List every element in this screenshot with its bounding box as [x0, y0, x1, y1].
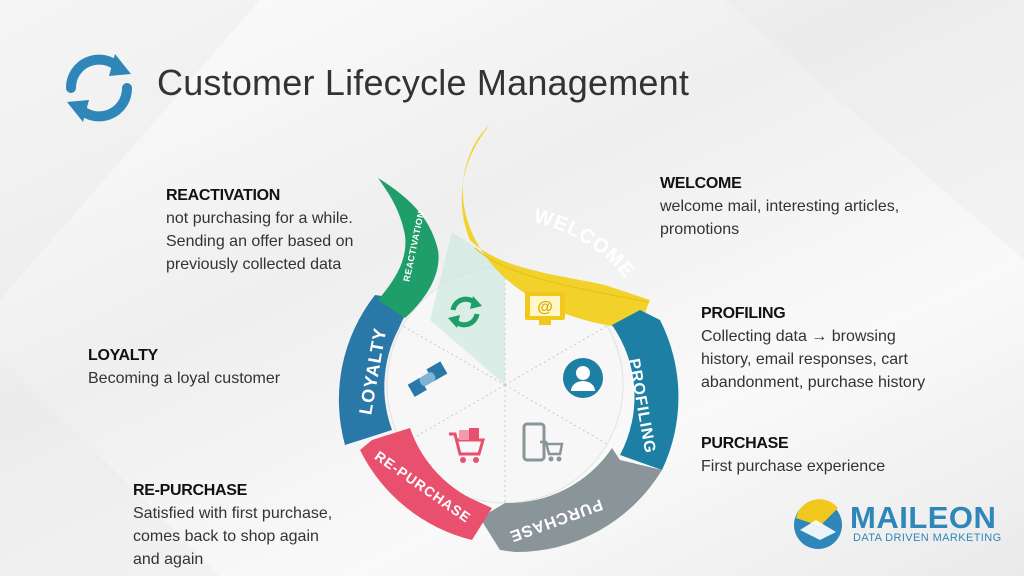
welcome-heading: WELCOME	[660, 175, 742, 192]
logo-name: MAILEON	[850, 500, 997, 535]
segment-reactivation	[378, 178, 439, 318]
loyalty-heading: LOYALTY	[88, 347, 158, 364]
reactivation-line: Sending an offer based on	[166, 233, 354, 250]
loyalty-block: LOYALTY Becoming a loyal customer	[88, 344, 280, 390]
purchase-heading: PURCHASE	[701, 435, 789, 452]
welcome-line: promotions	[660, 221, 740, 238]
maileon-logo-icon	[794, 499, 842, 549]
profiling-line: Collecting data → browsing	[701, 328, 896, 345]
purchase-line: First purchase experience	[701, 458, 886, 475]
profiling-block: PROFILING Collecting data → browsing his…	[701, 302, 925, 394]
welcome-mail-icon: @	[525, 292, 565, 325]
welcome-line: welcome mail, interesting articles,	[660, 198, 900, 215]
profile-user-icon	[563, 358, 603, 398]
profiling-line: history, email responses, cart	[701, 351, 908, 368]
repurchase-line: and again	[133, 551, 204, 568]
repurchase-block: RE-PURCHASE Satisfied with first purchas…	[133, 479, 332, 571]
purchase-phone-cart-icon	[522, 422, 564, 462]
svg-text:@: @	[537, 299, 553, 316]
repurchase-line: comes back to shop again	[133, 528, 319, 545]
segment-welcome	[461, 125, 650, 330]
reactivation-line: previously collected data	[166, 256, 342, 273]
reactivation-icon	[448, 296, 482, 328]
refresh-icon	[65, 54, 133, 122]
reactivation-line: not purchasing for a while.	[166, 210, 353, 227]
purchase-block: PURCHASE First purchase experience	[701, 432, 885, 478]
reactivation-block: REACTIVATION not purchasing for a while.…	[166, 184, 353, 276]
reactivation-heading: REACTIVATION	[166, 187, 281, 204]
loyalty-line: Becoming a loyal customer	[88, 370, 281, 387]
segment-profiling	[612, 310, 679, 470]
profiling-heading: PROFILING	[701, 305, 786, 322]
page-title: Customer Lifecycle Management	[157, 62, 690, 103]
welcome-block: WELCOME welcome mail, interesting articl…	[660, 172, 899, 241]
segment-purchase	[480, 448, 662, 553]
repurchase-heading: RE-PURCHASE	[133, 482, 248, 499]
wheel-label-welcome: WELCOME	[532, 205, 639, 282]
logo-tagline: DATA DRIVEN MARKETING	[853, 532, 1002, 544]
segment-repurchase	[360, 428, 492, 540]
loyalty-handshake-icon	[407, 361, 448, 397]
segment-loyalty	[338, 295, 412, 445]
repurchase-cart-icon	[449, 428, 485, 463]
profiling-line: abandonment, purchase history	[701, 374, 926, 391]
repurchase-line: Satisfied with first purchase,	[133, 505, 333, 522]
